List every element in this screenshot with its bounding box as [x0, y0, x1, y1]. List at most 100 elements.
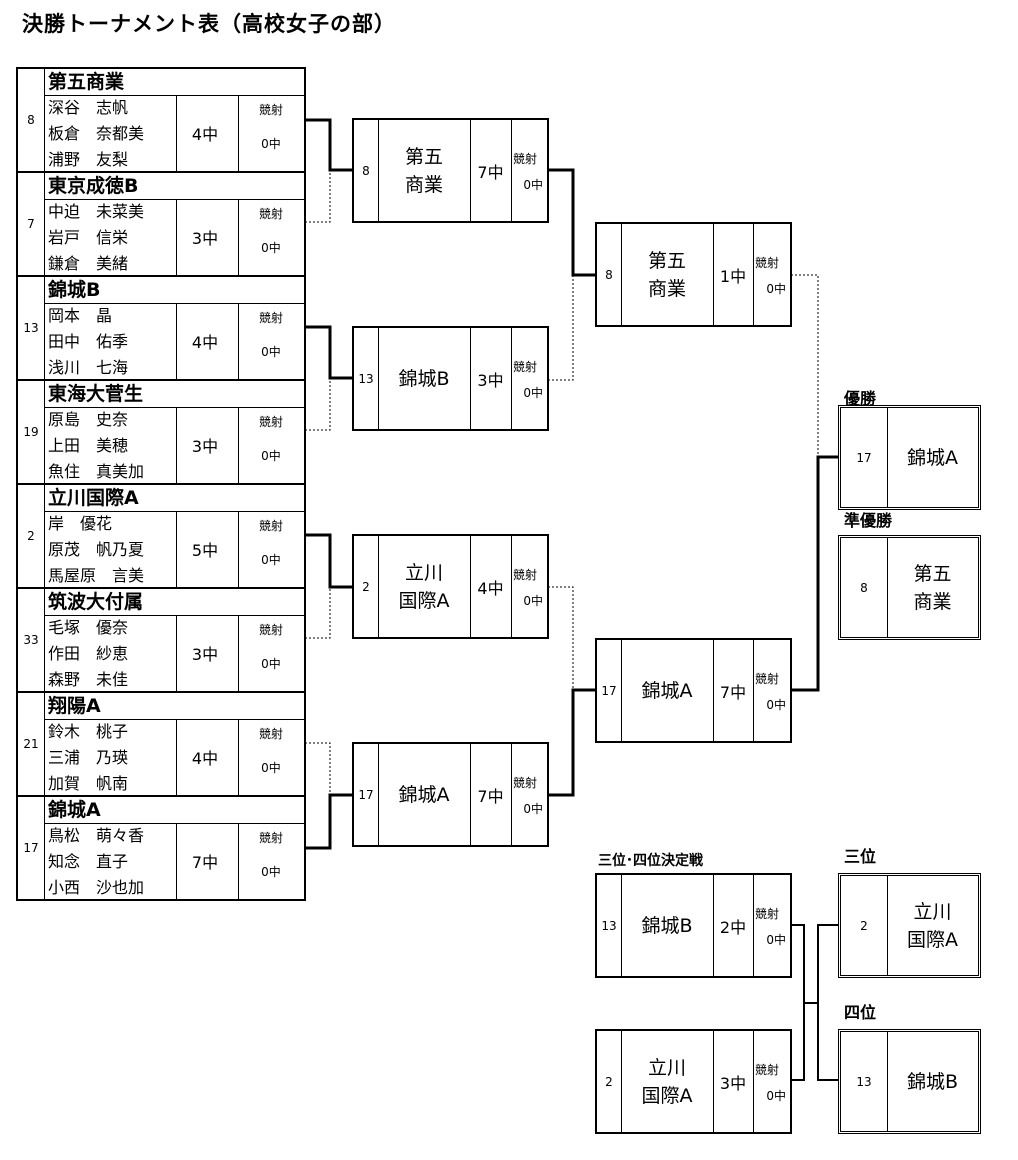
podium-box: 17 錦城A — [838, 405, 981, 510]
player-name: 魚住 真美加 — [48, 462, 145, 481]
hit-count: 3中 — [172, 199, 239, 275]
team-name: 立川国際A — [44, 485, 304, 512]
seed-number: 13 — [597, 875, 622, 976]
podium-label: 三位 — [844, 847, 877, 866]
kyosha-label: 競射 — [258, 623, 283, 637]
kyosha-label: 競射 — [513, 360, 538, 374]
kyosha-hits: 0中 — [261, 137, 281, 151]
kyosha-label: 競射 — [755, 1063, 780, 1077]
kyosha-label: 競射 — [755, 256, 780, 270]
winner-line — [548, 168, 595, 277]
hit-count: 1中 — [713, 224, 754, 325]
team-name: 立川 国際A — [621, 1031, 714, 1132]
seed-number: 17 — [354, 744, 379, 845]
kyosha-label: 競射 — [755, 907, 780, 921]
hit-count: 4中 — [172, 95, 239, 171]
player-list: 中迫 未菜美岩戸 信栄鎌倉 美緒 — [44, 199, 177, 275]
third-place-title: 三位･四位決定戦 — [598, 853, 703, 869]
player-list: 鳥松 萌々香知念 直子小西 沙也加 — [44, 823, 177, 899]
winner-line — [305, 793, 352, 850]
seed-number: 8 — [597, 224, 622, 325]
kyosha-hits: 0中 — [523, 386, 543, 400]
podium-label: 優勝 — [844, 389, 877, 408]
seed-number: 13 — [354, 328, 379, 429]
podium-box: 8 第五 商業 — [838, 535, 981, 640]
hit-count: 7中 — [172, 823, 239, 899]
team-name: 錦城A — [907, 446, 958, 469]
loser-line — [548, 275, 574, 381]
hit-count: 4中 — [172, 303, 239, 379]
kyosha-hits: 0中 — [261, 865, 281, 879]
hit-count: 2中 — [713, 875, 754, 976]
seed-number: 17 — [597, 640, 622, 741]
kyosha-hits: 0中 — [261, 449, 281, 463]
seed-number: 13 — [841, 1032, 888, 1131]
team-name: 錦城A — [621, 640, 714, 741]
seed-number: 2 — [597, 1031, 622, 1132]
player-name: 浦野 友梨 — [48, 150, 129, 169]
player-name: 岸 優花 — [48, 514, 113, 533]
team-name: 錦城B — [378, 328, 471, 429]
player-name: 知念 直子 — [48, 852, 129, 871]
team-name: 東京成徳B — [44, 173, 304, 200]
kyosha-label: 競射 — [258, 519, 283, 533]
team-name: 第五 商業 — [913, 562, 952, 613]
winner-line — [305, 118, 352, 172]
team-name: 立川 国際A — [378, 536, 471, 637]
player-name: 加賀 帆南 — [48, 774, 129, 793]
kyosha-cell: 競射 0中 — [238, 511, 304, 587]
hit-count: 7中 — [713, 640, 754, 741]
page-title: 決勝トーナメント表（高校女子の部） — [22, 12, 396, 36]
winner-line — [548, 688, 595, 797]
player-list: 鈴木 桃子三浦 乃瑛加賀 帆南 — [44, 719, 177, 795]
player-list: 原島 史奈上田 美穂魚住 真美加 — [44, 407, 177, 483]
hit-count: 3中 — [470, 328, 512, 429]
player-name: 馬屋原 言美 — [48, 566, 145, 585]
player-name: 深谷 志帆 — [48, 98, 129, 117]
team-name: 錦城B — [621, 875, 714, 976]
seed-number: 2 — [841, 876, 888, 975]
player-name: 作田 紗恵 — [48, 644, 129, 663]
player-name: 上田 美穂 — [48, 436, 129, 455]
seed-number: 7 — [18, 173, 45, 275]
kyosha-hits: 0中 — [261, 553, 281, 567]
player-name: 鳥松 萌々香 — [48, 826, 145, 845]
loser-line — [305, 378, 331, 431]
team-name: 錦城B — [44, 277, 304, 304]
seed-number: 17 — [841, 408, 888, 507]
player-name: 板倉 奈都美 — [48, 124, 145, 143]
seed-number: 8 — [18, 69, 45, 171]
seed-number: 19 — [18, 381, 45, 483]
player-list: 毛塚 優奈作田 紗恵森野 未佳 — [44, 615, 177, 691]
kyosha-label: 競射 — [258, 311, 283, 325]
seed-number: 33 — [18, 589, 45, 691]
team-name: 筑波大付属 — [44, 589, 304, 616]
seed-number: 8 — [841, 538, 888, 637]
kyosha-hits: 0中 — [523, 802, 543, 816]
hit-count: 7中 — [470, 120, 512, 221]
podium-label: 四位 — [844, 1003, 877, 1022]
seed-number: 8 — [354, 120, 379, 221]
hit-count: 4中 — [470, 536, 512, 637]
kyosha-label: 競射 — [513, 152, 538, 166]
